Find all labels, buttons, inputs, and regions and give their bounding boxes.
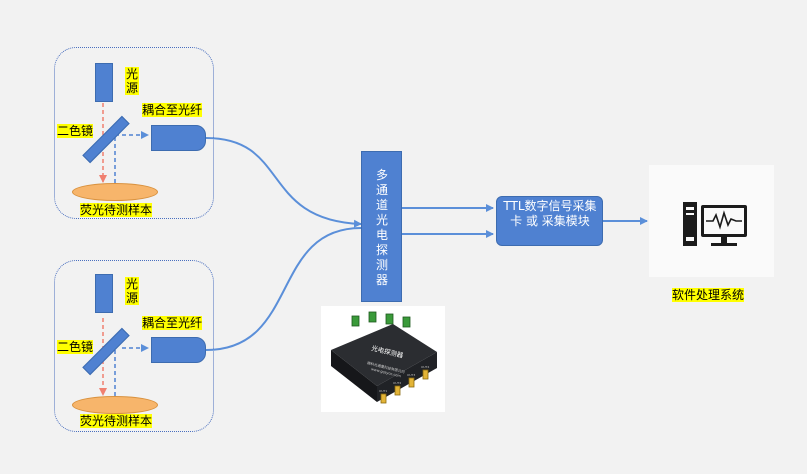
sample-ellipse-top (72, 183, 158, 201)
photo-port-2: OUT2 (393, 381, 401, 385)
light-source-block-bottom (95, 274, 113, 313)
sample-label-top: 荧光待测样本 (80, 203, 153, 217)
photo-port-4: OUT4 (421, 365, 429, 369)
photo-website: www.gqsycn.com (371, 367, 402, 378)
fiber-coupler-top (151, 125, 206, 151)
sample-label-bottom: 荧光待测样本 (80, 414, 153, 428)
daq-label: TTL数字信号采集卡 或 采集模块 (503, 199, 597, 228)
sample-ellipse-bottom (72, 396, 158, 414)
light-source-block-top (95, 63, 113, 102)
light-source-label-top: 光源 (125, 67, 139, 95)
dichroic-label-bottom: 二色镜 (57, 340, 94, 354)
photodetector-photo: 光电探测器 精科光通量科技有限公司 www.gqsycn.com OUT1 OU… (321, 306, 445, 412)
top-optical-group (54, 47, 214, 219)
photo-port-1: OUT1 (379, 389, 387, 393)
daq-block: TTL数字信号采集卡 或 采集模块 (496, 196, 603, 246)
light-source-label-bottom: 光源 (125, 277, 139, 305)
multichannel-photodetector-block: 多通道光电探测器 (361, 151, 402, 302)
bottom-optical-group (54, 260, 214, 432)
photo-port-3: OUT3 (407, 373, 415, 377)
software-panel (649, 165, 774, 277)
computer-monitor-icon (683, 202, 747, 246)
coupling-label-top: 耦合至光纤 (142, 103, 203, 117)
coupling-label-bottom: 耦合至光纤 (142, 316, 203, 330)
fiber-coupler-bottom (151, 337, 206, 363)
software-label: 软件处理系统 (672, 288, 745, 302)
detector-label: 多通道光电探测器 (375, 168, 388, 287)
dichroic-label-top: 二色镜 (57, 124, 94, 138)
